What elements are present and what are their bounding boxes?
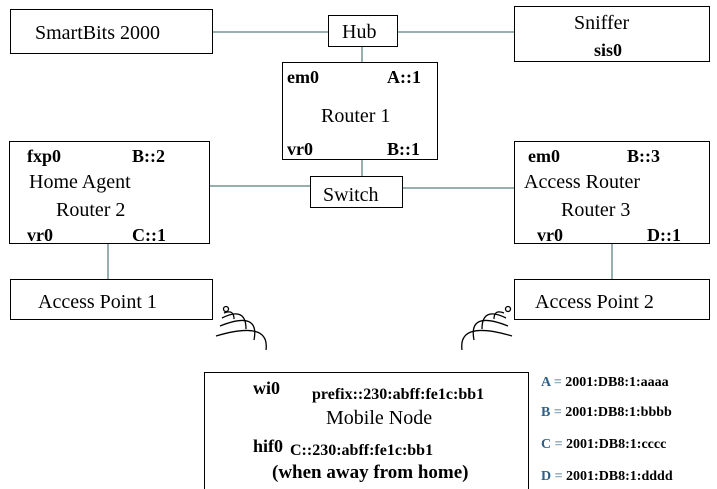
ap1-box: Access Point 1 bbox=[10, 279, 213, 320]
switch-box: Switch bbox=[310, 176, 403, 208]
mobile-note: (when away from home) bbox=[272, 462, 469, 483]
legend-value: 2001:DB8:1:bbbb bbox=[565, 405, 672, 420]
router3-if-bottom: vr0 bbox=[537, 225, 563, 245]
wireless-signal-icon-left bbox=[215, 305, 267, 351]
router2-if-bottom: vr0 bbox=[27, 225, 53, 245]
router2-label-line2: Router 2 bbox=[56, 199, 126, 221]
ap2-box: Access Point 2 bbox=[514, 279, 710, 320]
legend-row-c: C = 2001:DB8:1:cccc bbox=[541, 438, 666, 452]
router1-label: Router 1 bbox=[321, 105, 391, 127]
router3-addr-top: B::3 bbox=[627, 146, 660, 166]
smartbits-box: SmartBits 2000 bbox=[10, 9, 213, 54]
legend-key: D bbox=[541, 469, 552, 484]
hub-label: Hub bbox=[342, 21, 377, 43]
switch-label: Switch bbox=[323, 184, 379, 206]
router2-label-line1: Home Agent bbox=[29, 171, 131, 193]
legend-row-d: D = 2001:DB8:1:dddd bbox=[541, 470, 673, 484]
legend-row-a: A = 2001:DB8:1:aaaa bbox=[541, 376, 669, 390]
router3-label-line1: Access Router bbox=[524, 171, 641, 193]
mobile-addr-home: C::230:abff:fe1c:bb1 bbox=[290, 442, 434, 459]
mobile-addr-wireless: prefix::230:abff:fe1c:bb1 bbox=[312, 386, 485, 403]
legend-key: A bbox=[541, 375, 551, 390]
router2-box: fxp0 B::2 Home Agent Router 2 vr0 C::1 bbox=[9, 141, 210, 244]
router1-addr-bottom: B::1 bbox=[387, 139, 420, 159]
legend-value: 2001:DB8:1:aaaa bbox=[565, 375, 669, 390]
hub-box: Hub bbox=[328, 15, 398, 47]
router3-addr-bottom: D::1 bbox=[647, 225, 681, 245]
legend-eq: = bbox=[553, 405, 562, 420]
legend-value: 2001:DB8:1:cccc bbox=[566, 437, 667, 452]
mobile-if-home: hif0 bbox=[253, 436, 284, 456]
router1-if-bottom: vr0 bbox=[287, 139, 313, 159]
legend-value: 2001:DB8:1:dddd bbox=[566, 469, 673, 484]
router3-label-line2: Router 3 bbox=[561, 199, 631, 221]
sniffer-box: Sniffer sis0 bbox=[514, 6, 710, 62]
sniffer-iface: sis0 bbox=[594, 40, 623, 60]
ap1-label: Access Point 1 bbox=[38, 291, 157, 313]
router2-addr-bottom: C::1 bbox=[132, 225, 166, 245]
router3-if-top: em0 bbox=[528, 146, 560, 166]
legend-eq: = bbox=[553, 375, 562, 390]
router1-if-top: em0 bbox=[287, 67, 319, 87]
ap2-label: Access Point 2 bbox=[535, 291, 654, 313]
legend-key: C bbox=[541, 437, 552, 452]
router2-addr-top: B::2 bbox=[132, 146, 165, 166]
legend-row-b: B = 2001:DB8:1:bbbb bbox=[541, 406, 672, 420]
router3-box: em0 B::3 Access Router Router 3 vr0 D::1 bbox=[514, 141, 710, 244]
legend-eq: = bbox=[554, 469, 563, 484]
mobile-node-label: Mobile Node bbox=[326, 407, 433, 429]
mobile-node-box: wi0 prefix::230:abff:fe1c:bb1 Mobile Nod… bbox=[204, 372, 529, 489]
sniffer-label: Sniffer bbox=[574, 12, 630, 34]
router1-addr-top: A::1 bbox=[387, 67, 421, 87]
smartbits-label: SmartBits 2000 bbox=[35, 22, 161, 44]
legend-key: B bbox=[541, 405, 551, 420]
wireless-signal-icon-right bbox=[461, 305, 513, 351]
mobile-if-wireless: wi0 bbox=[253, 378, 280, 398]
router1-box: em0 A::1 Router 1 vr0 B::1 bbox=[282, 62, 438, 160]
router2-if-top: fxp0 bbox=[27, 146, 62, 166]
legend-eq: = bbox=[554, 437, 563, 452]
